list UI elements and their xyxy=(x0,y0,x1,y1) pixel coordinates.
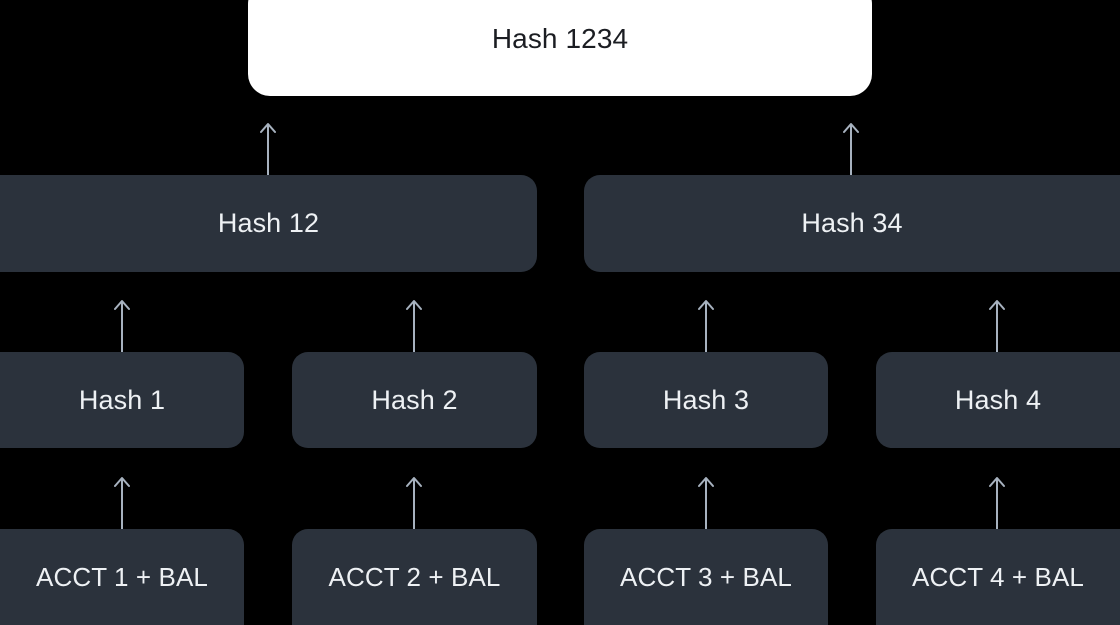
arrow-acct4-to-hash4 xyxy=(989,477,1005,533)
node-acct-2[interactable]: ACCT 2 + BAL xyxy=(292,529,537,625)
node-hash-1234[interactable]: Hash 1234 xyxy=(248,0,872,96)
node-acct-3[interactable]: ACCT 3 + BAL xyxy=(584,529,828,625)
node-hash-1[interactable]: Hash 1 xyxy=(0,352,244,448)
node-hash-3[interactable]: Hash 3 xyxy=(584,352,828,448)
arrow-hash34-to-root xyxy=(843,123,859,179)
arrow-acct1-to-hash1 xyxy=(114,477,130,533)
node-acct-4[interactable]: ACCT 4 + BAL xyxy=(876,529,1120,625)
node-acct-1[interactable]: ACCT 1 + BAL xyxy=(0,529,244,625)
arrow-hash2-to-hash12 xyxy=(406,300,422,356)
node-hash-2[interactable]: Hash 2 xyxy=(292,352,537,448)
arrow-hash4-to-hash34 xyxy=(989,300,1005,356)
node-hash-34[interactable]: Hash 34 xyxy=(584,175,1120,272)
arrow-hash3-to-hash34 xyxy=(698,300,714,356)
arrow-acct3-to-hash3 xyxy=(698,477,714,533)
arrow-hash1-to-hash12 xyxy=(114,300,130,356)
arrow-acct2-to-hash2 xyxy=(406,477,422,533)
node-hash-4[interactable]: Hash 4 xyxy=(876,352,1120,448)
node-hash-12[interactable]: Hash 12 xyxy=(0,175,537,272)
arrow-hash12-to-root xyxy=(260,123,276,179)
